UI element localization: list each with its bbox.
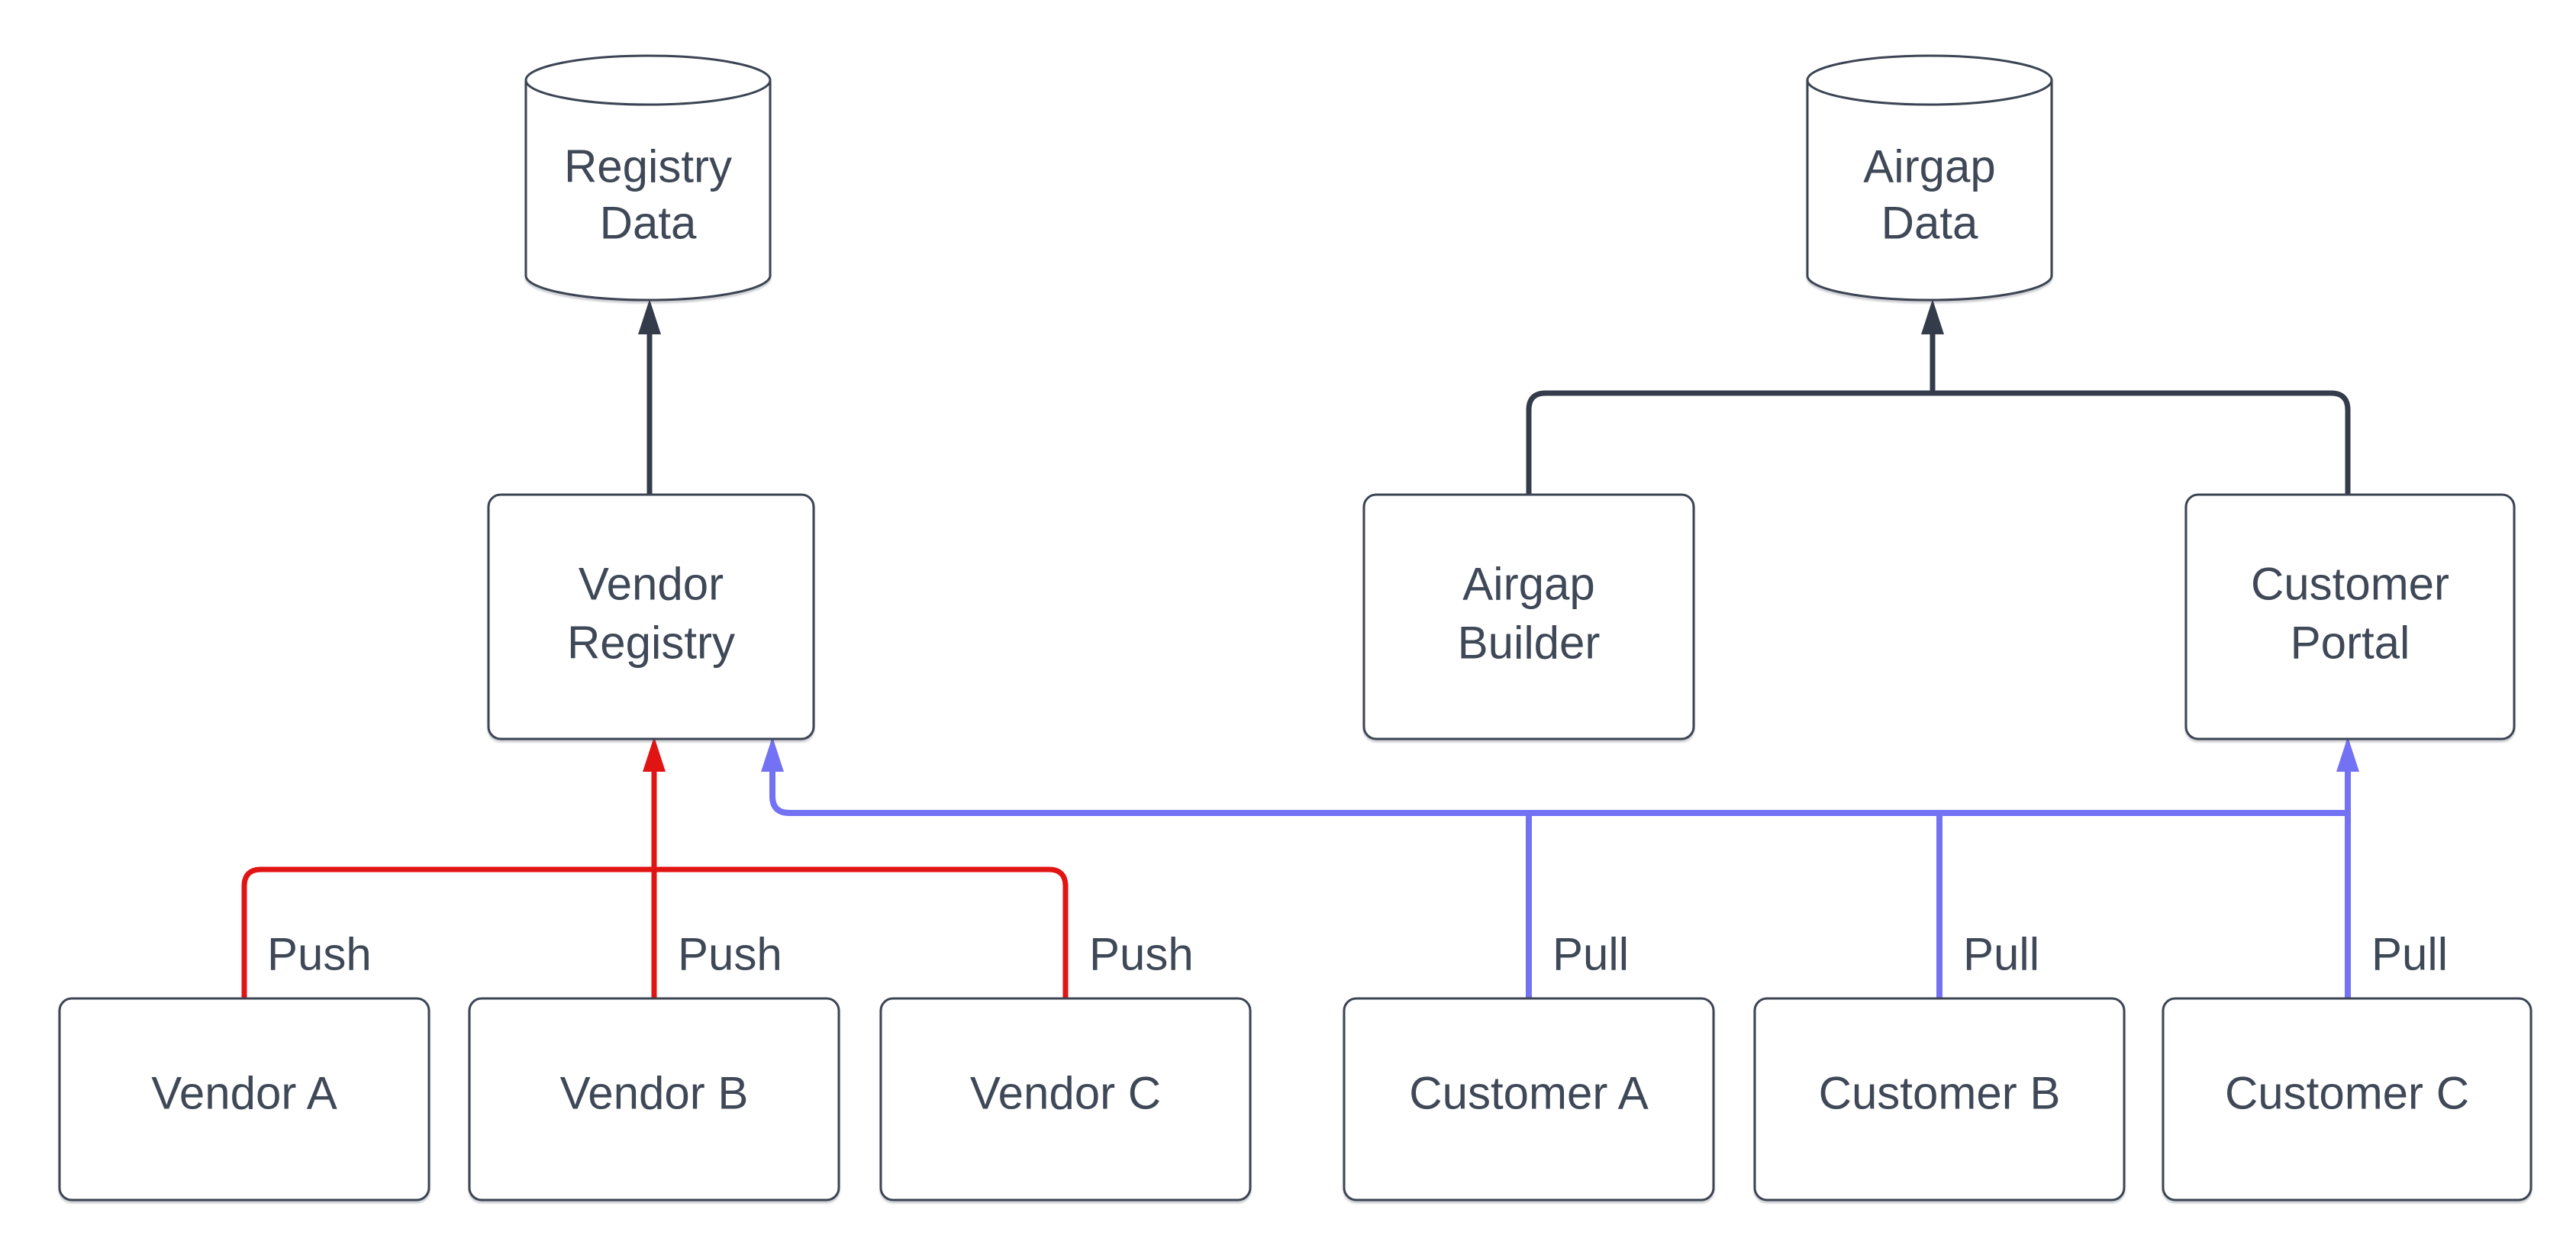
node-label: Customer C xyxy=(2225,1068,2469,1119)
node-label: Customer A xyxy=(1409,1068,1648,1119)
edge-label-push-vendor-c: Push xyxy=(1089,929,1194,980)
node-box xyxy=(487,493,815,740)
arrowhead-flow-registry-data xyxy=(638,299,661,334)
node-label: Builder xyxy=(1458,618,1601,669)
edge-flow-customer-portal-branch xyxy=(1933,390,2351,495)
edge-flow-airgap-builder-branch xyxy=(1526,390,1933,495)
node-label: Vendor xyxy=(579,559,724,610)
node-label: Airgap xyxy=(1863,141,1995,192)
node-label: Vendor B xyxy=(560,1068,749,1119)
edge-label-pull-customer-c: Pull xyxy=(2371,929,2448,980)
node-box xyxy=(2184,493,2516,740)
cylinder-body xyxy=(524,80,772,302)
node-customer-portal: Customer Portal xyxy=(2184,493,2516,740)
node-label: Vendor C xyxy=(970,1068,1161,1119)
node-box xyxy=(58,997,430,1202)
node-box xyxy=(1753,997,2126,1202)
cylinder-top xyxy=(1806,54,2053,106)
node-vendor-a: Vendor A xyxy=(58,997,430,1202)
edge-label-push-vendor-a: Push xyxy=(267,929,372,980)
cylinder-body xyxy=(1806,80,2053,302)
edge-label-pull-customer-a: Pull xyxy=(1552,929,1629,980)
node-customer-a: Customer A xyxy=(1343,997,1715,1202)
node-label: Vendor A xyxy=(151,1068,337,1119)
node-label: Airgap xyxy=(1462,559,1594,610)
edge-label-pull-customer-b: Pull xyxy=(1963,929,2039,980)
edge-layer: Push Push Push Pull Pull Pull xyxy=(241,299,2448,998)
node-label: Registry xyxy=(567,618,735,669)
node-box xyxy=(879,997,1252,1202)
arrowhead-pull-vendor-registry xyxy=(761,737,784,772)
node-customer-c: Customer C xyxy=(2162,997,2532,1202)
edge-pull-trunk-to-vendor-registry xyxy=(769,769,2348,816)
node-box xyxy=(1343,997,1715,1202)
node-label: Data xyxy=(1881,198,1978,249)
cylinder-top xyxy=(524,54,772,106)
node-label: Customer xyxy=(2251,559,2449,610)
node-customer-b: Customer B xyxy=(1753,997,2126,1202)
node-vendor-c: Vendor C xyxy=(879,997,1252,1202)
node-label: Data xyxy=(600,198,697,249)
node-vendor-b: Vendor B xyxy=(468,997,840,1202)
node-box xyxy=(1362,493,1695,740)
node-box xyxy=(468,997,840,1202)
node-vendor-registry: Vendor Registry xyxy=(487,493,815,740)
node-label: Portal xyxy=(2291,618,2410,669)
node-airgap-data: Airgap Data xyxy=(1806,54,2053,302)
node-box xyxy=(2162,997,2532,1202)
arrowhead-flow-airgap-data xyxy=(1921,299,1944,334)
arrowhead-pull-customer-portal xyxy=(2336,737,2359,772)
node-label: Registry xyxy=(564,141,732,192)
arrowhead-push-vendor-registry xyxy=(643,737,666,772)
node-label: Customer B xyxy=(1819,1068,2061,1119)
node-registry-data: Registry Data xyxy=(524,54,772,302)
node-airgap-builder: Airgap Builder xyxy=(1362,493,1695,740)
edge-label-push-vendor-b: Push xyxy=(678,929,782,980)
